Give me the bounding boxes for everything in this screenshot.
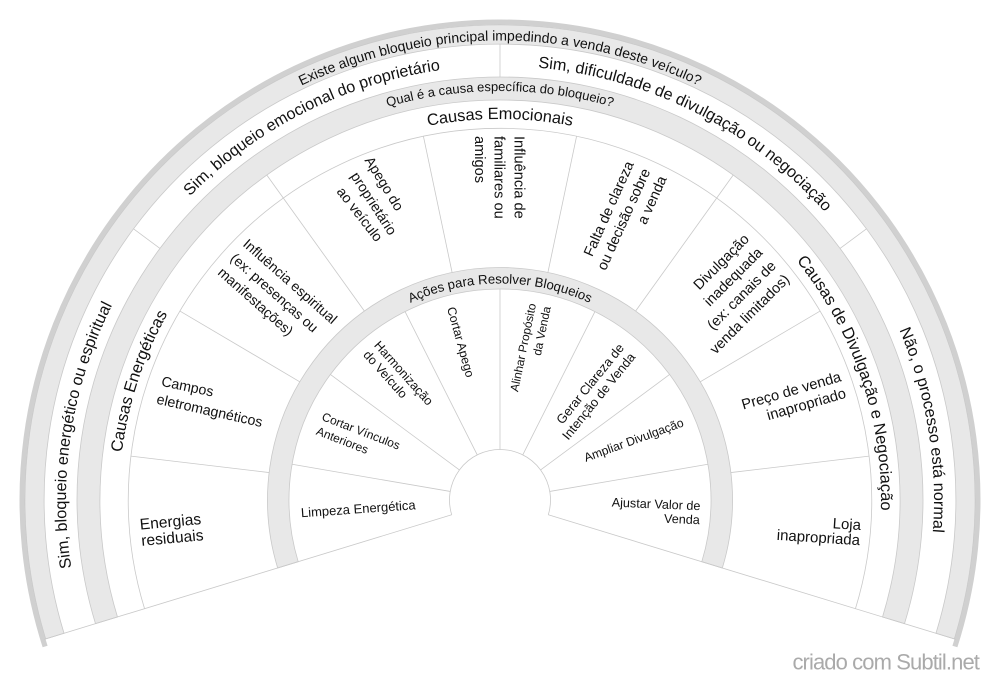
svg-text:Causas Emocionais: Causas Emocionais: [426, 105, 575, 130]
svg-text:Gerar Clareza deIntenção de Ve: Gerar Clareza deIntenção de Venda: [548, 340, 639, 443]
svg-text:criado com Subtil.net: criado com Subtil.net: [792, 650, 979, 675]
svg-text:Alinhar Propósitoda Venda: Alinhar Propósitoda Venda: [507, 302, 554, 396]
svg-text:Limpeza Energética: Limpeza Energética: [300, 497, 416, 520]
svg-text:Preço de vendainapropriado: Preço de vendainapropriado: [740, 369, 849, 430]
svg-text:Cortar Apego: Cortar Apego: [444, 305, 477, 379]
svg-text:Ampliar Divulgação: Ampliar Divulgação: [582, 416, 686, 465]
svg-text:Falta de clarezaou decisão sob: Falta de clarezaou decisão sobrea venda: [578, 159, 670, 280]
svg-text:Lojainapropriada: Lojainapropriada: [776, 512, 862, 550]
svg-text:Influência defamiliares ouamig: Influência defamiliares ouamigos: [471, 136, 527, 219]
svg-text:Influência espiritual(ex: pres: Influência espiritual(ex: presenças ouma…: [215, 236, 341, 356]
svg-text:Energiasresiduais: Energiasresiduais: [139, 511, 204, 550]
svg-text:Ajustar Valor deVenda: Ajustar Valor deVenda: [611, 496, 701, 528]
